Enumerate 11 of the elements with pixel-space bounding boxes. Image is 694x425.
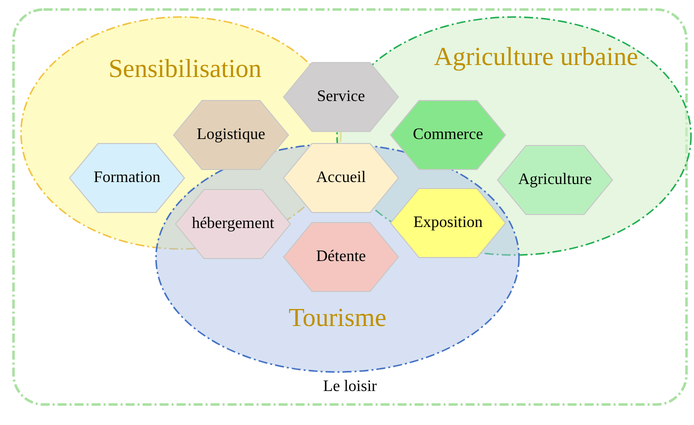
activity-hexagon: Exposition xyxy=(390,188,506,258)
activity-hexagon: Détente xyxy=(283,222,399,292)
category-title: Sensibilisation xyxy=(107,54,263,84)
activity-hexagon: Agriculture xyxy=(497,145,613,215)
activity-hexagon: Commerce xyxy=(390,100,506,170)
category-title: Tourisme xyxy=(288,303,388,333)
activity-hexagon: Service xyxy=(283,62,399,132)
category-title: Agriculture urbaine xyxy=(432,42,640,72)
frame-title: Le loisir xyxy=(322,378,378,396)
activity-hexagon: Logistique xyxy=(173,100,289,170)
activity-hexagon: Formation xyxy=(69,143,185,213)
